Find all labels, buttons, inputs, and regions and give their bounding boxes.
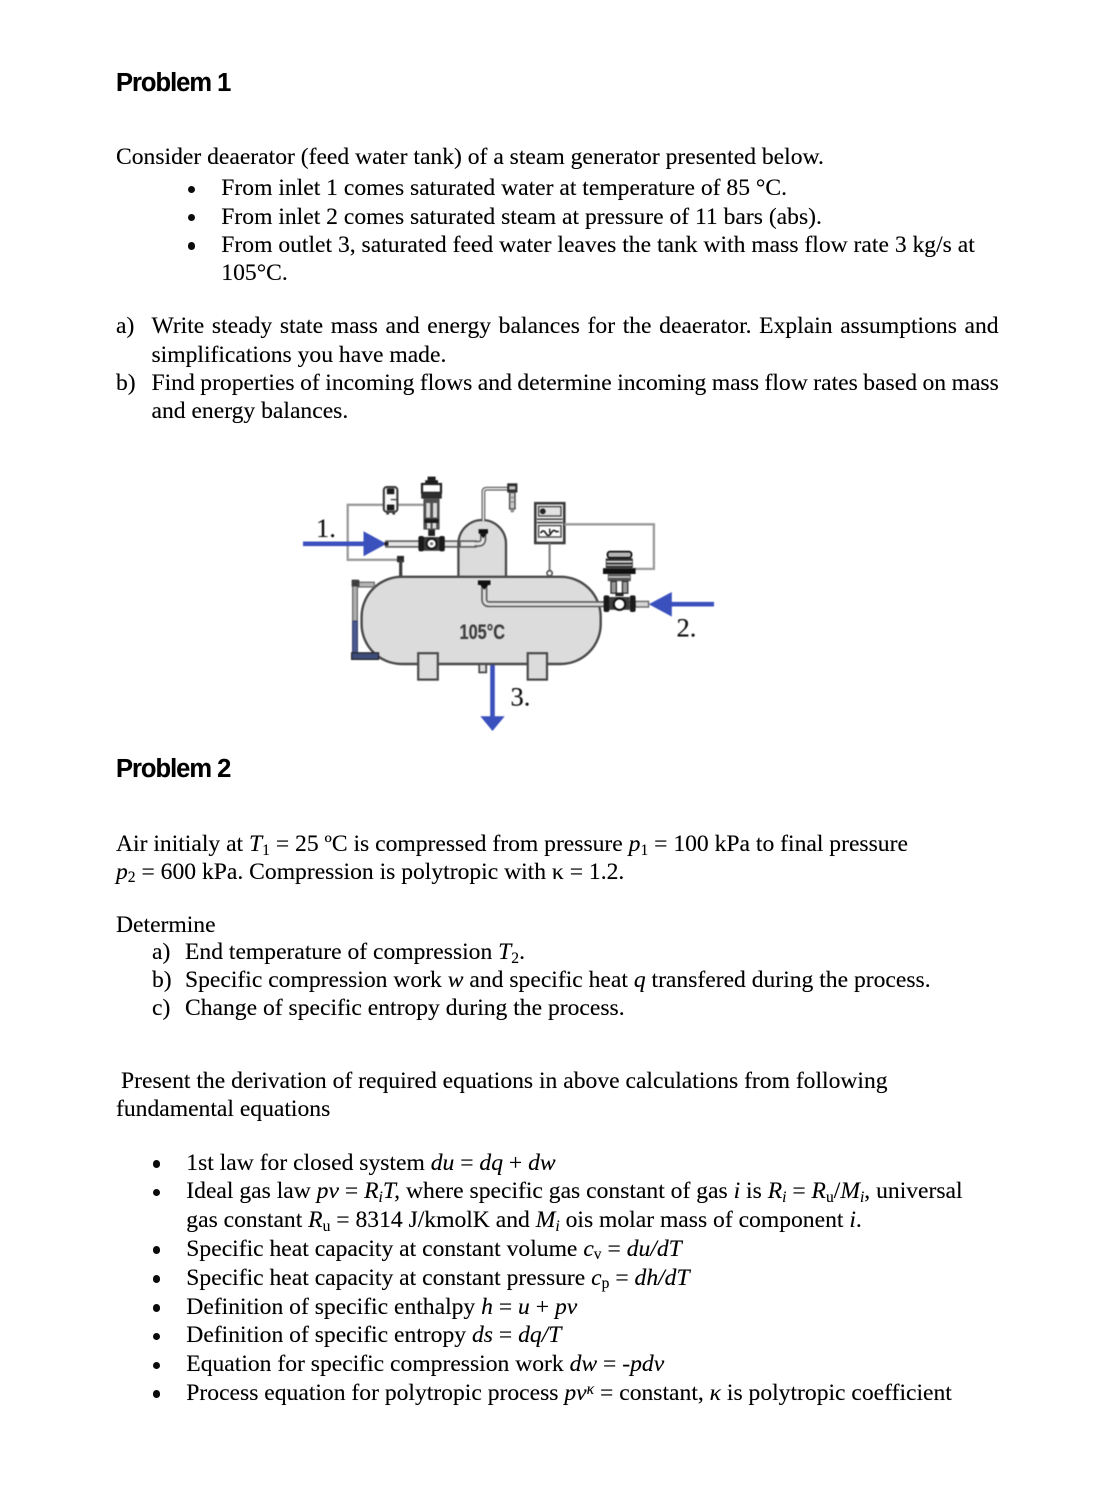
svg-text:1.: 1. (316, 513, 336, 543)
svg-text:3.: 3. (511, 682, 531, 712)
svg-text:2.: 2. (677, 612, 697, 642)
svg-text:105°C: 105°C (460, 621, 506, 644)
